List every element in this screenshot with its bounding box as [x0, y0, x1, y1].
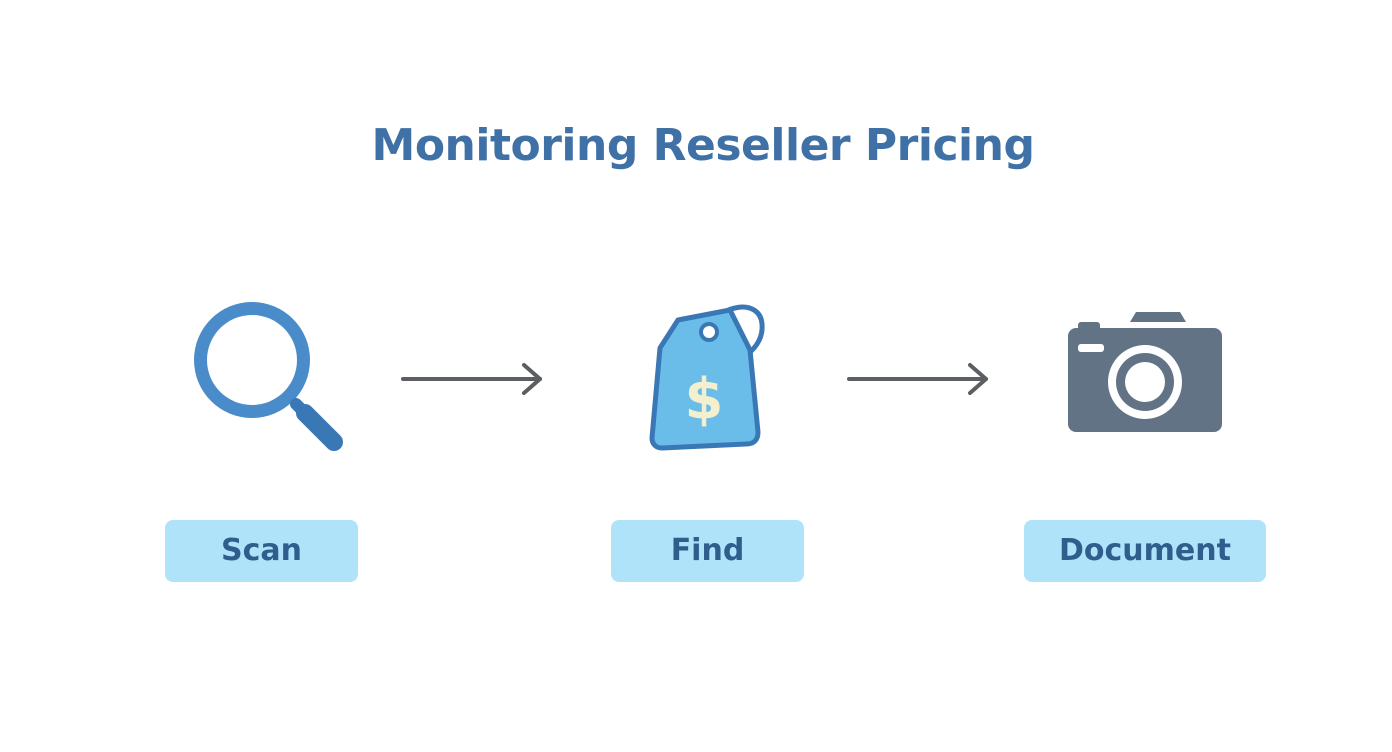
arrow-right-icon	[400, 360, 546, 398]
step-label-find: Find	[611, 520, 804, 582]
arrow-right-icon	[846, 360, 992, 398]
dollar-sign-icon: $	[685, 367, 724, 432]
magnifying-glass-icon	[184, 296, 348, 460]
step-label-scan: Scan	[165, 520, 358, 582]
step-label-document: Document	[1024, 520, 1266, 582]
price-tag-icon: $	[646, 298, 766, 454]
camera-icon	[1064, 308, 1226, 436]
diagram-title: Monitoring Reseller Pricing	[371, 120, 1035, 171]
